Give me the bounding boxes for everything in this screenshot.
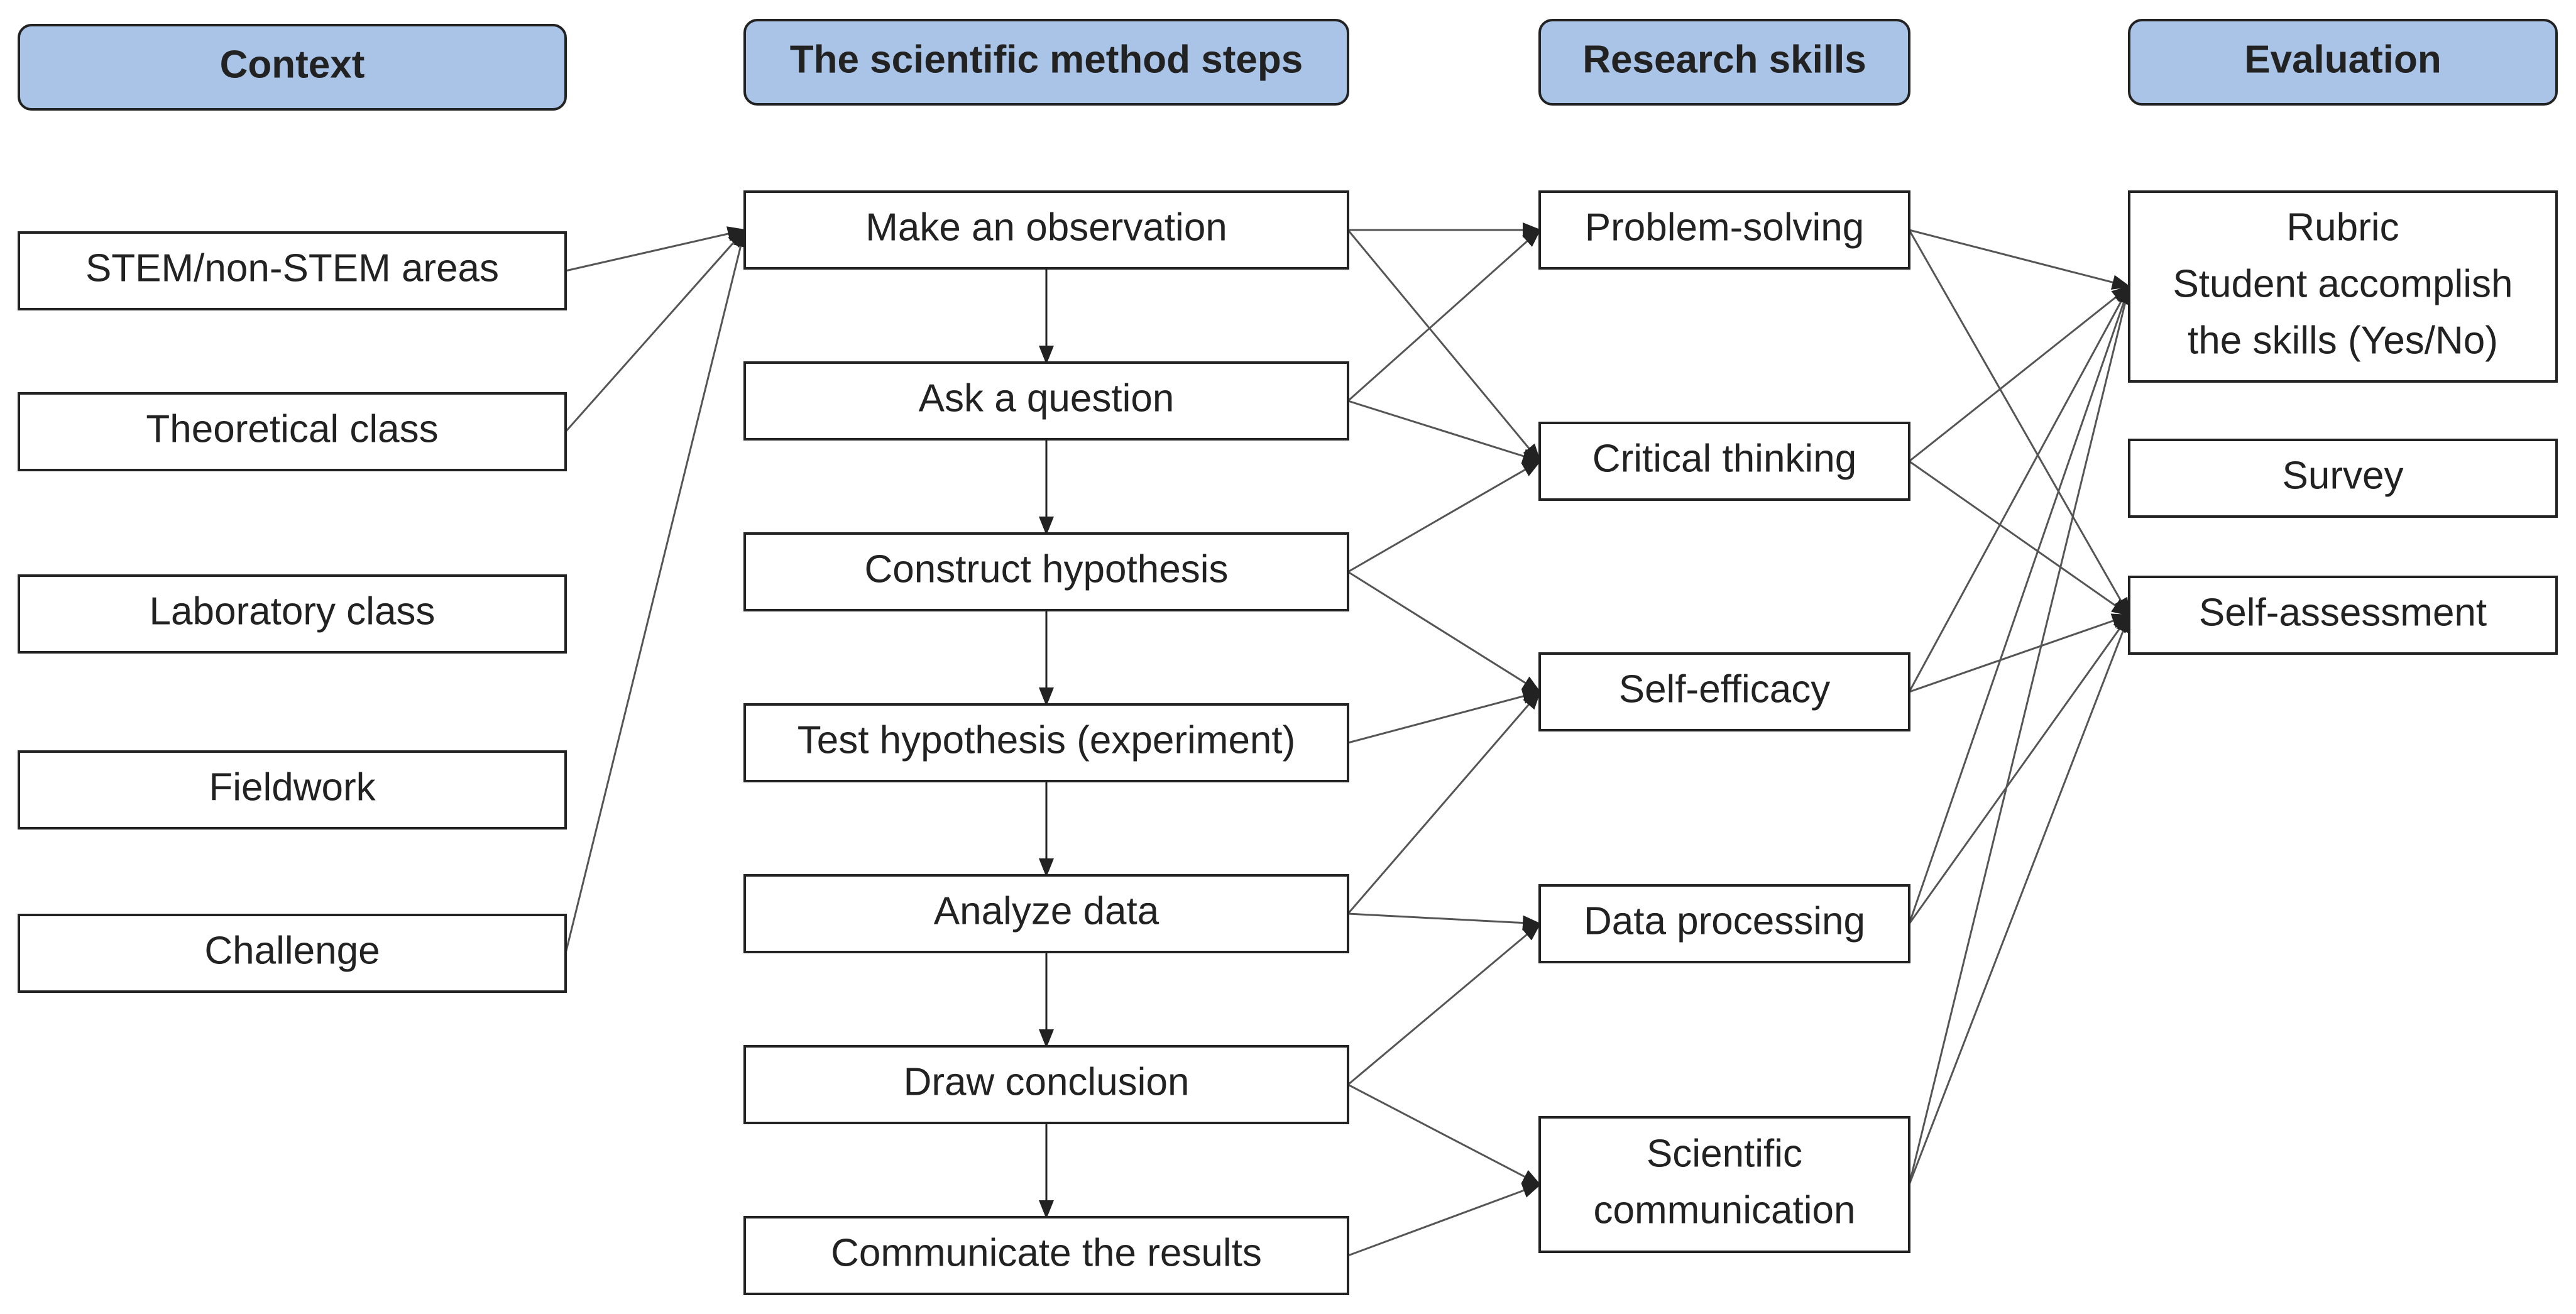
edge-data-to-rubric xyxy=(1908,285,2131,924)
eval-self-assessment-label: Self-assessment xyxy=(2199,591,2487,634)
edge-efficacy-to-self-assessment xyxy=(1909,613,2131,693)
step-conclusion-label: Draw conclusion xyxy=(904,1060,1190,1103)
header-evaluation: Evaluation xyxy=(2128,19,2558,106)
edge-data-to-self-assessment xyxy=(1908,613,2130,924)
header-evaluation-label: Evaluation xyxy=(2244,38,2442,81)
edge-analyze-to-data xyxy=(1347,912,1542,931)
context-theoretical-label: Theoretical class xyxy=(146,407,438,451)
edge-communicate-to-scicomm xyxy=(1347,1183,1542,1257)
eval-rubric-line-2: Student accomplish xyxy=(2173,262,2513,305)
header-skills-label: Research skills xyxy=(1582,38,1866,81)
context-box-laboratory: Laboratory class xyxy=(18,574,567,654)
edge-observation-to-critical xyxy=(1347,229,1541,463)
header-steps: The scientific method steps xyxy=(743,19,1349,106)
step-box-construct: Construct hypothesis xyxy=(743,532,1349,611)
context-box-stem: STEM/non-STEM areas xyxy=(18,231,567,310)
step-analyze-label: Analyze data xyxy=(934,889,1159,933)
skill-box-data: Data processing xyxy=(1538,884,1910,963)
context-stem-label: STEM/non-STEM areas xyxy=(85,246,499,290)
skill-scicomm-line-2: communication xyxy=(1594,1188,1856,1232)
step-construct-label: Construct hypothesis xyxy=(865,547,1229,591)
context-box-challenge: Challenge xyxy=(18,914,567,993)
edge-conclusion-to-data xyxy=(1347,923,1542,1086)
skill-problem-label: Problem-solving xyxy=(1585,205,1865,249)
edge-theoretical-to-observation xyxy=(564,228,746,432)
edge-problem-to-rubric xyxy=(1909,229,2131,290)
skill-critical-label: Critical thinking xyxy=(1592,437,1856,480)
eval-rubric-line-1: Rubric xyxy=(2286,205,2399,249)
context-challenge-label: Challenge xyxy=(204,929,380,972)
connection-lines xyxy=(564,222,2133,1257)
eval-box-self-assessment: Self-assessment xyxy=(2128,576,2558,655)
header-steps-label: The scientific method steps xyxy=(790,38,1303,81)
skill-box-efficacy: Self-efficacy xyxy=(1538,652,1910,731)
skill-data-label: Data processing xyxy=(1584,899,1865,943)
edge-analyze-to-efficacy xyxy=(1347,690,1541,914)
edge-conclusion-to-scicomm xyxy=(1347,1083,1542,1186)
header-context-label: Context xyxy=(220,43,365,86)
step-box-conclusion: Draw conclusion xyxy=(743,1045,1349,1124)
edge-question-to-critical xyxy=(1347,400,1542,464)
step-observation-label: Make an observation xyxy=(865,205,1227,249)
eval-rubric-line-3: the skills (Yes/No) xyxy=(2188,319,2498,362)
edge-scicomm-to-self-assessment xyxy=(1908,613,2130,1185)
skill-box-critical: Critical thinking xyxy=(1538,422,1910,501)
edge-stem-to-observation xyxy=(565,226,747,272)
edge-challenge-to-observation xyxy=(564,228,748,954)
eval-survey-label: Survey xyxy=(2283,454,2404,497)
skill-efficacy-label: Self-efficacy xyxy=(1619,667,1831,711)
context-box-theoretical: Theoretical class xyxy=(18,392,567,471)
edge-critical-to-self-assessment xyxy=(1909,460,2131,616)
edge-construct-to-critical xyxy=(1347,460,1542,573)
step-box-analyze: Analyze data xyxy=(743,874,1349,953)
eval-box-rubric: Rubric Student accomplish the skills (Ye… xyxy=(2128,190,2558,383)
skill-box-scicomm: Scientific communication xyxy=(1538,1116,1910,1253)
edge-efficacy-to-rubric xyxy=(1908,285,2130,693)
edge-construct-to-efficacy xyxy=(1347,571,1542,693)
step-box-test: Test hypothesis (experiment) xyxy=(743,703,1349,782)
context-laboratory-label: Laboratory class xyxy=(150,589,436,633)
header-context: Context xyxy=(18,24,567,111)
edge-scicomm-to-rubric xyxy=(1908,285,2133,1185)
edge-question-to-problem xyxy=(1347,229,1542,402)
step-question-label: Ask a question xyxy=(919,376,1175,420)
context-box-fieldwork: Fieldwork xyxy=(18,750,567,829)
step-communicate-label: Communicate the results xyxy=(831,1231,1262,1274)
step-box-observation: Make an observation xyxy=(743,190,1349,270)
eval-box-survey: Survey xyxy=(2128,439,2558,518)
edge-critical-to-rubric xyxy=(1909,285,2131,463)
step-box-question: Ask a question xyxy=(743,361,1349,441)
skill-scicomm-line-1: Scientific xyxy=(1647,1132,1802,1175)
edge-test-to-efficacy xyxy=(1347,689,1542,744)
header-skills: Research skills xyxy=(1538,19,1910,106)
skill-box-problem: Problem-solving xyxy=(1538,190,1910,270)
step-box-communicate: Communicate the results xyxy=(743,1216,1349,1295)
step-test-label: Test hypothesis (experiment) xyxy=(797,718,1296,762)
edge-problem-to-self-assessment xyxy=(1908,229,2130,617)
context-fieldwork-label: Fieldwork xyxy=(209,765,376,809)
